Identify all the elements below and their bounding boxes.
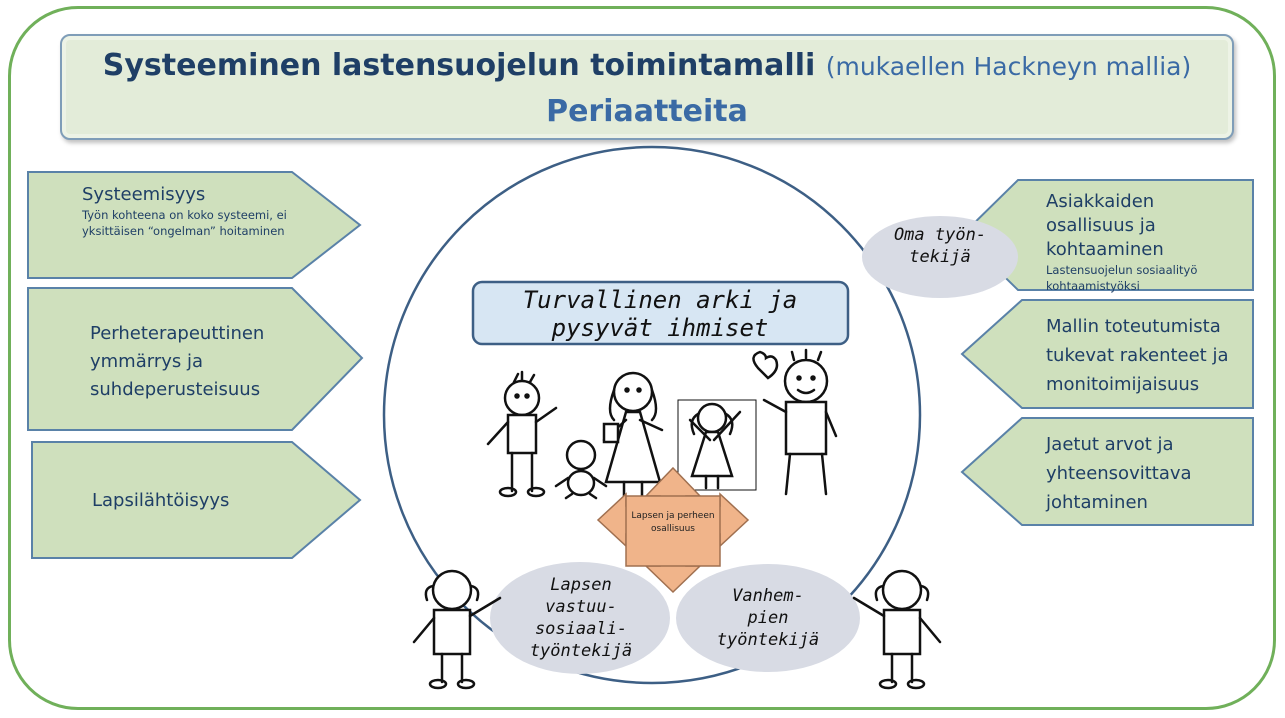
family-figures: [486, 348, 838, 500]
left-shape-2: [27, 287, 364, 431]
asiakkaiden-title: Asiakkaiden osallisuus ja kohtaaminen: [1046, 191, 1164, 260]
outer-frame: [8, 6, 1276, 710]
participation-arrow-center: [625, 495, 721, 567]
jaetut-arvot-text: Jaetut arvot ja yhteensovittava johtamin…: [1046, 434, 1192, 513]
title-box: Systeeminen lastensuojelun toimintamalli…: [60, 34, 1234, 140]
systeemisyys-title: Systeemisyys: [82, 184, 206, 205]
left-shape-1-text: Systeemisyys Työn kohteena on koko syste…: [82, 183, 312, 239]
systeemisyys-desc: Työn kohteena on koko systeemi, ei yksit…: [82, 208, 287, 238]
lapsen-tyontekija-text: Lapsen vastuu- sosiaali- työntekijä: [529, 575, 633, 661]
mother-figure: [602, 371, 664, 498]
lapsilahtoisyys-text: Lapsilähtöisyys: [92, 490, 230, 511]
right-shape-1-text: Asiakkaiden osallisuus ja kohtaaminen La…: [1046, 190, 1246, 294]
father-figure: [752, 348, 838, 496]
asiakkaiden-desc: Lastensuojelun sosiaalityö kohtaamistyök…: [1046, 263, 1198, 293]
left-shape-3: [31, 441, 362, 559]
left-shape-1: [27, 171, 362, 279]
arrow-label: Lapsen ja perheen osallisuus: [631, 511, 715, 534]
banner-box: [471, 280, 850, 346]
vanhempien-tyontekija-ellipse: [676, 564, 860, 672]
girl-figure: [677, 399, 757, 491]
title-sub: (mukaellen Hackneyn mallia): [825, 52, 1192, 81]
boy-figure: [486, 370, 558, 498]
lapsen-tyontekija-ellipse: [490, 562, 670, 674]
baby-figure: [554, 439, 608, 500]
right-shape-2: [960, 299, 1254, 409]
title-main-text: Systeeminen lastensuojelun toimintamalli: [102, 48, 816, 83]
title-periaatteita: Periaatteita: [546, 94, 748, 129]
title-main: Systeeminen lastensuojelun toimintamalli…: [62, 48, 1232, 83]
perheterapeuttinen-text: Perheterapeuttinen ymmärrys ja suhdeperu…: [90, 323, 265, 400]
worker-figure-right: [852, 569, 942, 690]
worker-figure-left: [412, 569, 502, 690]
center-circle: [382, 145, 922, 685]
banner-text: Turvallinen arki ja pysyvät ihmiset: [522, 286, 798, 342]
oma-tyontekija-ellipse: [862, 216, 1018, 298]
oma-tyontekija-text: Oma työn- tekijä: [893, 225, 987, 267]
mallin-toteutumista-text: Mallin toteutumista tukevat rakenteet ja…: [1046, 316, 1229, 395]
right-shape-3: [960, 417, 1254, 526]
vanhempien-tyontekija-text: Vanhem- pien työntekijä: [716, 586, 820, 650]
